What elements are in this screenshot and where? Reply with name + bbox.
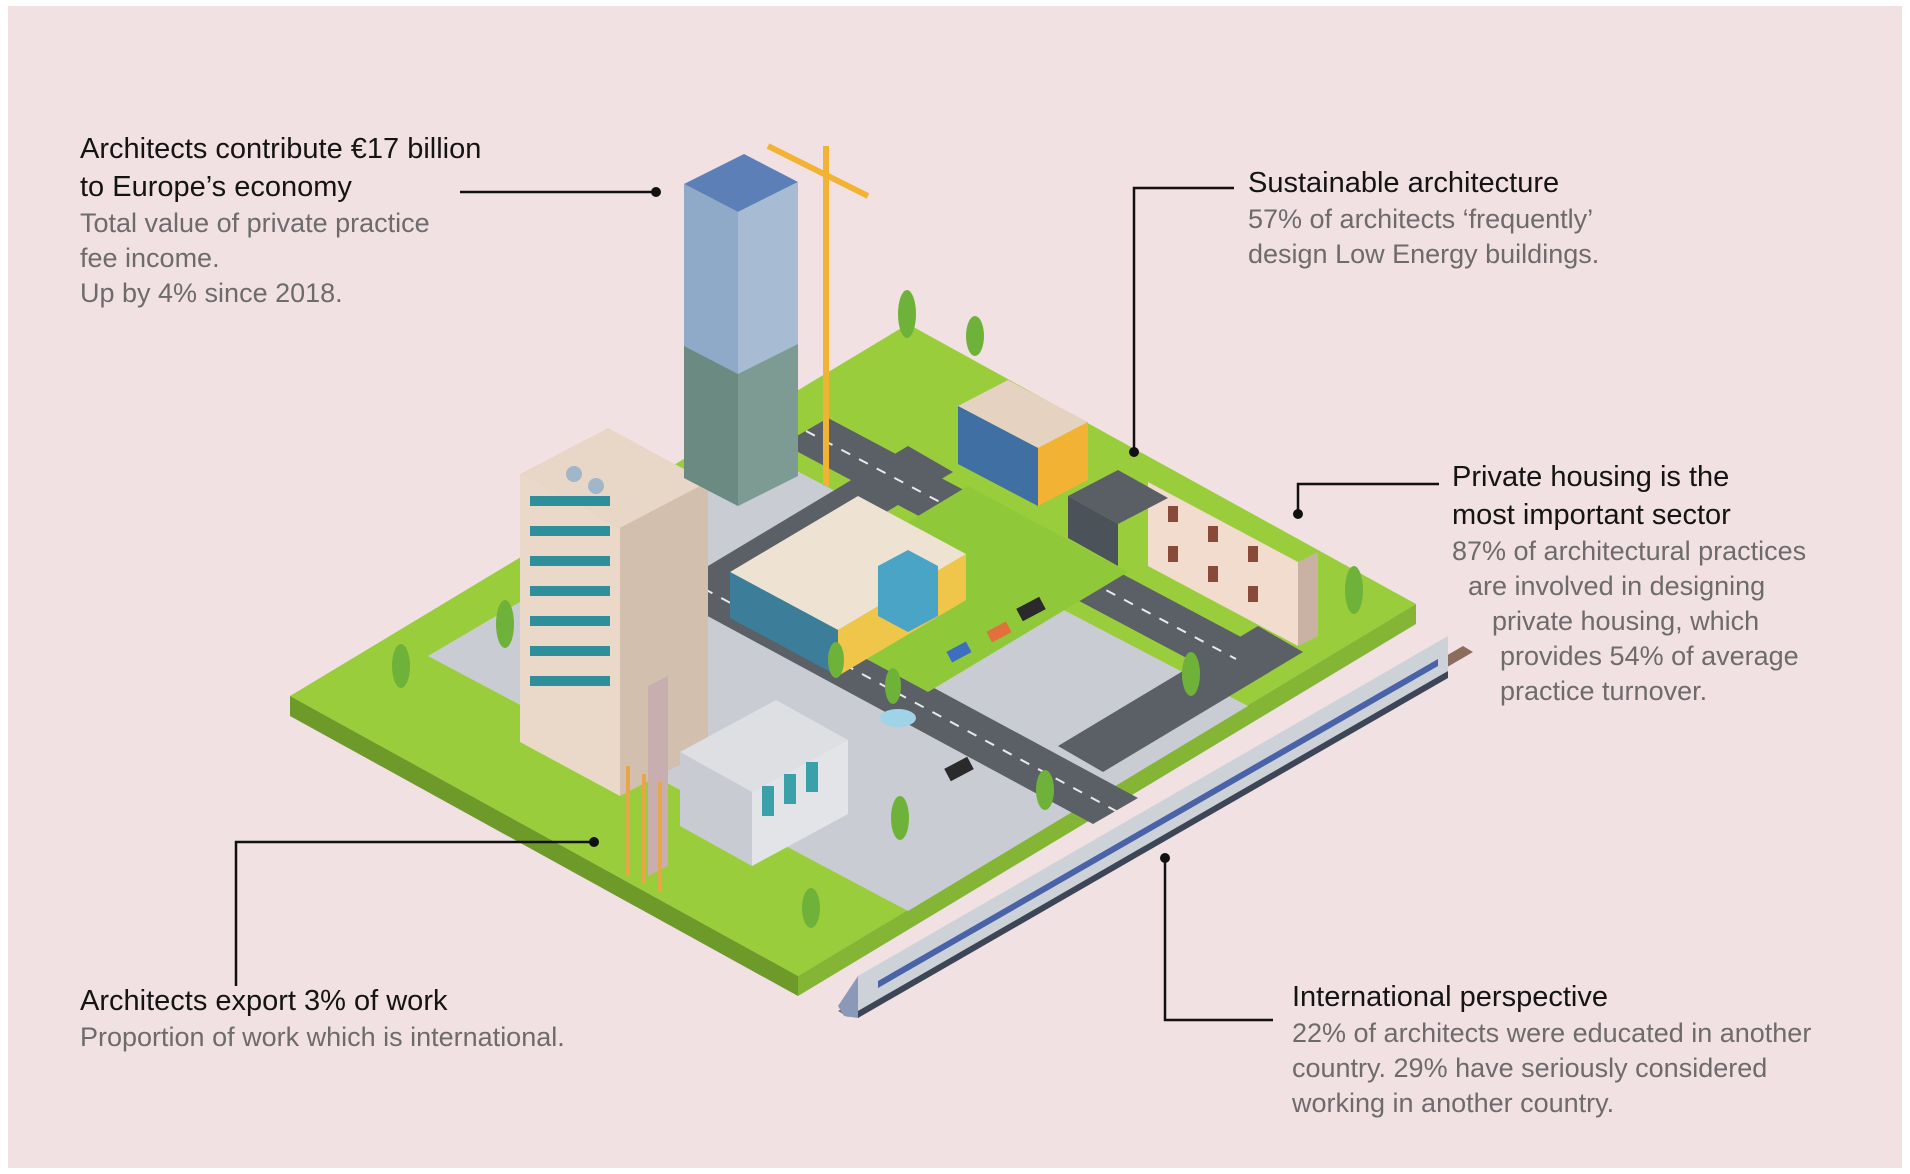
museum-building	[626, 676, 848, 892]
cars	[944, 596, 1046, 782]
body-line: are involved in designing	[1468, 571, 1766, 601]
construction-tower	[684, 154, 798, 506]
callout-economy-body: Total value of private practice fee inco…	[80, 206, 560, 311]
body-line: 22% of architects were educated in anoth…	[1292, 1018, 1812, 1048]
callout-housing: Private housing is the most important se…	[1452, 458, 1892, 709]
body-line: country. 29% have seriously considered	[1292, 1053, 1768, 1083]
mall-building	[730, 496, 966, 676]
isometric-city-illustration	[234, 143, 1473, 1022]
rowhouses	[1148, 482, 1318, 646]
leader-dot-export	[589, 837, 599, 847]
leader-line-export	[234, 840, 594, 986]
body-line: fee income.	[80, 243, 220, 273]
leader-dot-sustainable	[1129, 447, 1139, 457]
leader-line-international	[1163, 858, 1273, 1022]
callout-export-heading: Architects export 3% of work	[80, 982, 680, 1020]
leader-dots	[589, 187, 1303, 863]
body-line: provides 54% of average	[1500, 641, 1799, 671]
callout-international-body: 22% of architects were educated in anoth…	[1292, 1016, 1892, 1121]
leader-lines	[234, 186, 1439, 1022]
body-line: practice turnover.	[1500, 676, 1708, 706]
heading-line: Sustainable architecture	[1248, 167, 1560, 199]
body-line: design Low Energy buildings.	[1248, 239, 1600, 269]
train	[838, 636, 1473, 1018]
infographic-canvas: Architects contribute €17 billion to Eur…	[8, 6, 1902, 1168]
callout-economy-heading: Architects contribute €17 billion to Eur…	[80, 130, 560, 206]
leader-dot-international	[1160, 853, 1170, 863]
trees	[392, 290, 1363, 928]
callout-sustainable-heading: Sustainable architecture	[1248, 164, 1708, 202]
office-tower	[520, 428, 708, 796]
callout-economy: Architects contribute €17 billion to Eur…	[80, 130, 560, 311]
leader-line-housing	[1296, 482, 1439, 514]
crane	[766, 143, 870, 486]
callout-housing-heading: Private housing is the most important se…	[1452, 458, 1892, 534]
heading-line: Architects export 3% of work	[80, 985, 448, 1017]
body-line: working in another country.	[1292, 1088, 1615, 1118]
heading-line: Private housing is the	[1452, 461, 1730, 493]
callout-housing-body: 87% of architectural practices are invol…	[1452, 534, 1892, 709]
leader-dot-housing	[1293, 509, 1303, 519]
heading-line: to Europe’s economy	[80, 171, 352, 203]
heading-line: most important sector	[1452, 499, 1731, 531]
callout-sustainable: Sustainable architecture 57% of architec…	[1248, 164, 1708, 272]
body-line: 87% of architectural practices	[1452, 536, 1807, 566]
body-line: 57% of architects ‘frequently’	[1248, 204, 1594, 234]
leader-line-sustainable	[1132, 186, 1234, 452]
body-line: private housing, which	[1492, 606, 1760, 636]
body-line: Up by 4% since 2018.	[80, 278, 343, 308]
heading-line: International perspective	[1292, 981, 1608, 1013]
small-office-blocks	[958, 380, 1168, 566]
body-line: Proportion of work which is internationa…	[80, 1022, 565, 1052]
callout-export-body: Proportion of work which is internationa…	[80, 1020, 680, 1055]
body-line: Total value of private practice	[80, 208, 430, 238]
callout-international-heading: International perspective	[1292, 978, 1892, 1016]
callout-international: International perspective 22% of archite…	[1292, 978, 1892, 1121]
heading-line: Architects contribute €17 billion	[80, 133, 482, 165]
callout-sustainable-body: 57% of architects ‘frequently’ design Lo…	[1248, 202, 1708, 272]
callout-export: Architects export 3% of work Proportion …	[80, 982, 680, 1055]
leader-dot-economy	[651, 187, 661, 197]
